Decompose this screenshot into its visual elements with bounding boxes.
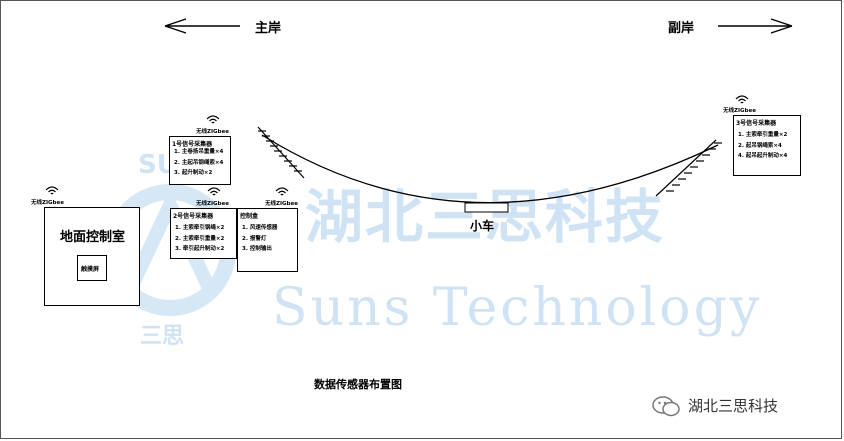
cable-line [261, 134, 719, 204]
wifi-label: 无线ZIGbee [723, 108, 756, 114]
collector-1-title: 1号信号采集器 [172, 141, 213, 148]
cart-label: 小车 [470, 219, 495, 233]
wifi-icon [735, 95, 749, 104]
collector-3-item: 1. 主索牵引重量×2 [738, 132, 788, 138]
left-bank-slope [257, 126, 305, 179]
signal-collector-2: 2号信号采集器 1. 主索牵引钢绳×2 2. 主索牵引重量×2 3. 牵引起升制… [170, 208, 237, 259]
wifi-icon [275, 187, 289, 196]
trolley-cart [464, 202, 509, 213]
touchscreen-label: 触摸屏 [81, 266, 100, 273]
wifi-icon [45, 186, 59, 195]
wifi-label: 无线ZIGbee [265, 201, 298, 207]
wechat-icon [652, 396, 680, 417]
signal-collector-1: 1号信号采集器 1. 主卷扬吊重量×4 2. 主起吊钢绳索×4 3. 起升制动×… [169, 136, 231, 185]
ground-control-room: 地面控制室 触摸屏 [44, 207, 140, 306]
collector-1-item: 3. 起升制动×2 [174, 170, 213, 176]
control-box-item: 2. 报警灯 [242, 235, 267, 242]
right-arrow [718, 18, 793, 34]
secondary-bank-label: 副岸 [668, 21, 695, 36]
collector-2-title: 2号信号采集器 [173, 213, 214, 220]
control-room-title: 地面控制室 [60, 230, 126, 245]
signal-collector-3: 3号信号采集器 1. 主索牵引重量×2 2. 起吊钢绳索×4 4. 起吊起升制动… [733, 115, 801, 176]
wifi-label: 无线ZIGbee [196, 129, 229, 135]
watermark-company-en: Suns Technology [272, 278, 763, 338]
collector-1-item: 1. 主卷扬吊重量×4 [174, 149, 224, 155]
collector-3-item: 4. 起吊起升制动×4 [738, 153, 788, 159]
diagram-caption: 数据传感器布置图 [314, 378, 402, 391]
control-box-item: 3. 控制输出 [242, 246, 272, 252]
collector-2-item: 1. 主索牵引钢绳×2 [175, 225, 225, 231]
watermark-company-cn: 湖北三思科技 [305, 183, 666, 251]
collector-2-item: 2. 主索牵引重量×2 [175, 235, 225, 242]
brand-label: 湖北三思科技 [688, 397, 779, 415]
wifi-label: 无线ZIGbee [196, 201, 229, 207]
left-arrow [164, 18, 240, 34]
control-box: 控制盒 1. 风速传感器 2. 报警灯 3. 控制输出 [237, 208, 298, 272]
collector-2-item: 3. 牵引起升制动×2 [175, 246, 225, 252]
right-bank-slope [655, 139, 722, 197]
collector-1-item: 2. 主起吊钢绳索×4 [174, 159, 224, 166]
collector-3-title: 3号信号采集器 [736, 120, 777, 127]
control-box-item: 1. 风速传感器 [242, 225, 278, 231]
wifi-label: 无线ZIGbee [31, 200, 64, 206]
control-box-title: 控制盒 [240, 213, 259, 220]
wifi-icon [206, 115, 220, 124]
wifi-icon [207, 187, 221, 196]
touchscreen-box: 触摸屏 [77, 255, 107, 281]
watermark-logo-sansi: 三思 [140, 324, 185, 349]
main-bank-label: 主岸 [255, 21, 282, 36]
collector-3-item: 2. 起吊钢绳索×4 [738, 142, 782, 149]
